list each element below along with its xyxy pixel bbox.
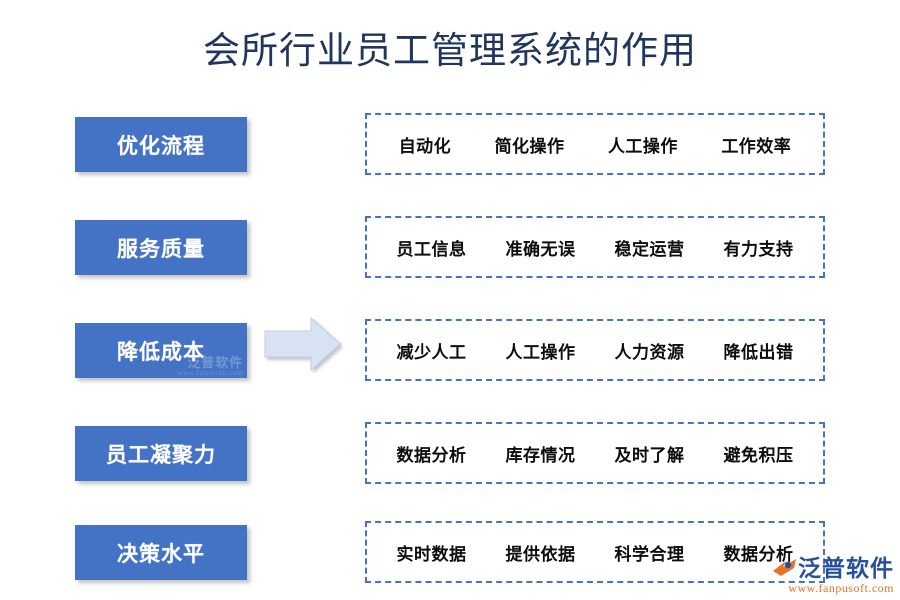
category-label: 优化流程: [117, 133, 205, 158]
category-box-2[interactable]: 服务质量: [75, 220, 247, 275]
detail-item: 降低出错: [723, 342, 794, 362]
detail-box-4[interactable]: 数据分析 库存情况 及时了解 避免积压: [365, 422, 825, 484]
detail-item: 稳定运营: [614, 239, 685, 259]
detail-item: 库存情况: [505, 445, 576, 465]
detail-item: 数据分析: [396, 445, 467, 465]
category-label: 服务质量: [117, 236, 205, 261]
detail-item: 准确无误: [505, 239, 576, 259]
detail-item: 数据分析: [723, 544, 794, 564]
page-title: 会所行业员工管理系统的作用: [203, 31, 697, 72]
category-label: 决策水平: [117, 541, 205, 566]
detail-box-3[interactable]: 减少人工 人工操作 人力资源 降低出错: [365, 319, 825, 381]
detail-item: 工作效率: [721, 136, 792, 156]
detail-item: 及时了解: [614, 445, 685, 465]
diagram-row: 优化流程 自动化 简化操作 人工操作 工作效率: [0, 113, 900, 177]
detail-box-5[interactable]: 实时数据 提供依据 科学合理 数据分析: [365, 521, 825, 583]
category-box-4[interactable]: 员工凝聚力: [75, 426, 247, 481]
category-label: 降低成本: [117, 339, 205, 364]
detail-item: 人工操作: [505, 342, 576, 362]
category-box-1[interactable]: 优化流程: [75, 117, 247, 172]
detail-item: 实时数据: [396, 544, 467, 564]
diagram-row: 服务质量 员工信息 准确无误 稳定运营 有力支持: [0, 216, 900, 280]
diagram-row: 员工凝聚力 数据分析 库存情况 及时了解 避免积压: [0, 422, 900, 486]
detail-box-1[interactable]: 自动化 简化操作 人工操作 工作效率: [365, 113, 825, 175]
diagram-row: 降低成本 减少人工 人工操作 人力资源 降低出错: [0, 319, 900, 383]
detail-item: 人工操作: [607, 136, 678, 156]
detail-box-2[interactable]: 员工信息 准确无误 稳定运营 有力支持: [365, 216, 825, 278]
detail-item: 自动化: [398, 136, 452, 156]
detail-item: 提供依据: [505, 544, 576, 564]
detail-item: 有力支持: [723, 239, 794, 259]
detail-item: 减少人工: [396, 342, 467, 362]
detail-item: 员工信息: [396, 239, 467, 259]
detail-item: 简化操作: [494, 136, 565, 156]
detail-item: 避免积压: [723, 445, 794, 465]
detail-item: 科学合理: [614, 544, 685, 564]
category-box-5[interactable]: 决策水平: [75, 525, 247, 580]
diagram-row: 决策水平 实时数据 提供依据 科学合理 数据分析: [0, 521, 900, 585]
detail-item: 人力资源: [614, 342, 685, 362]
category-box-3[interactable]: 降低成本: [75, 323, 247, 378]
right-arrow-icon: [264, 316, 341, 372]
category-label: 员工凝聚力: [106, 442, 216, 467]
